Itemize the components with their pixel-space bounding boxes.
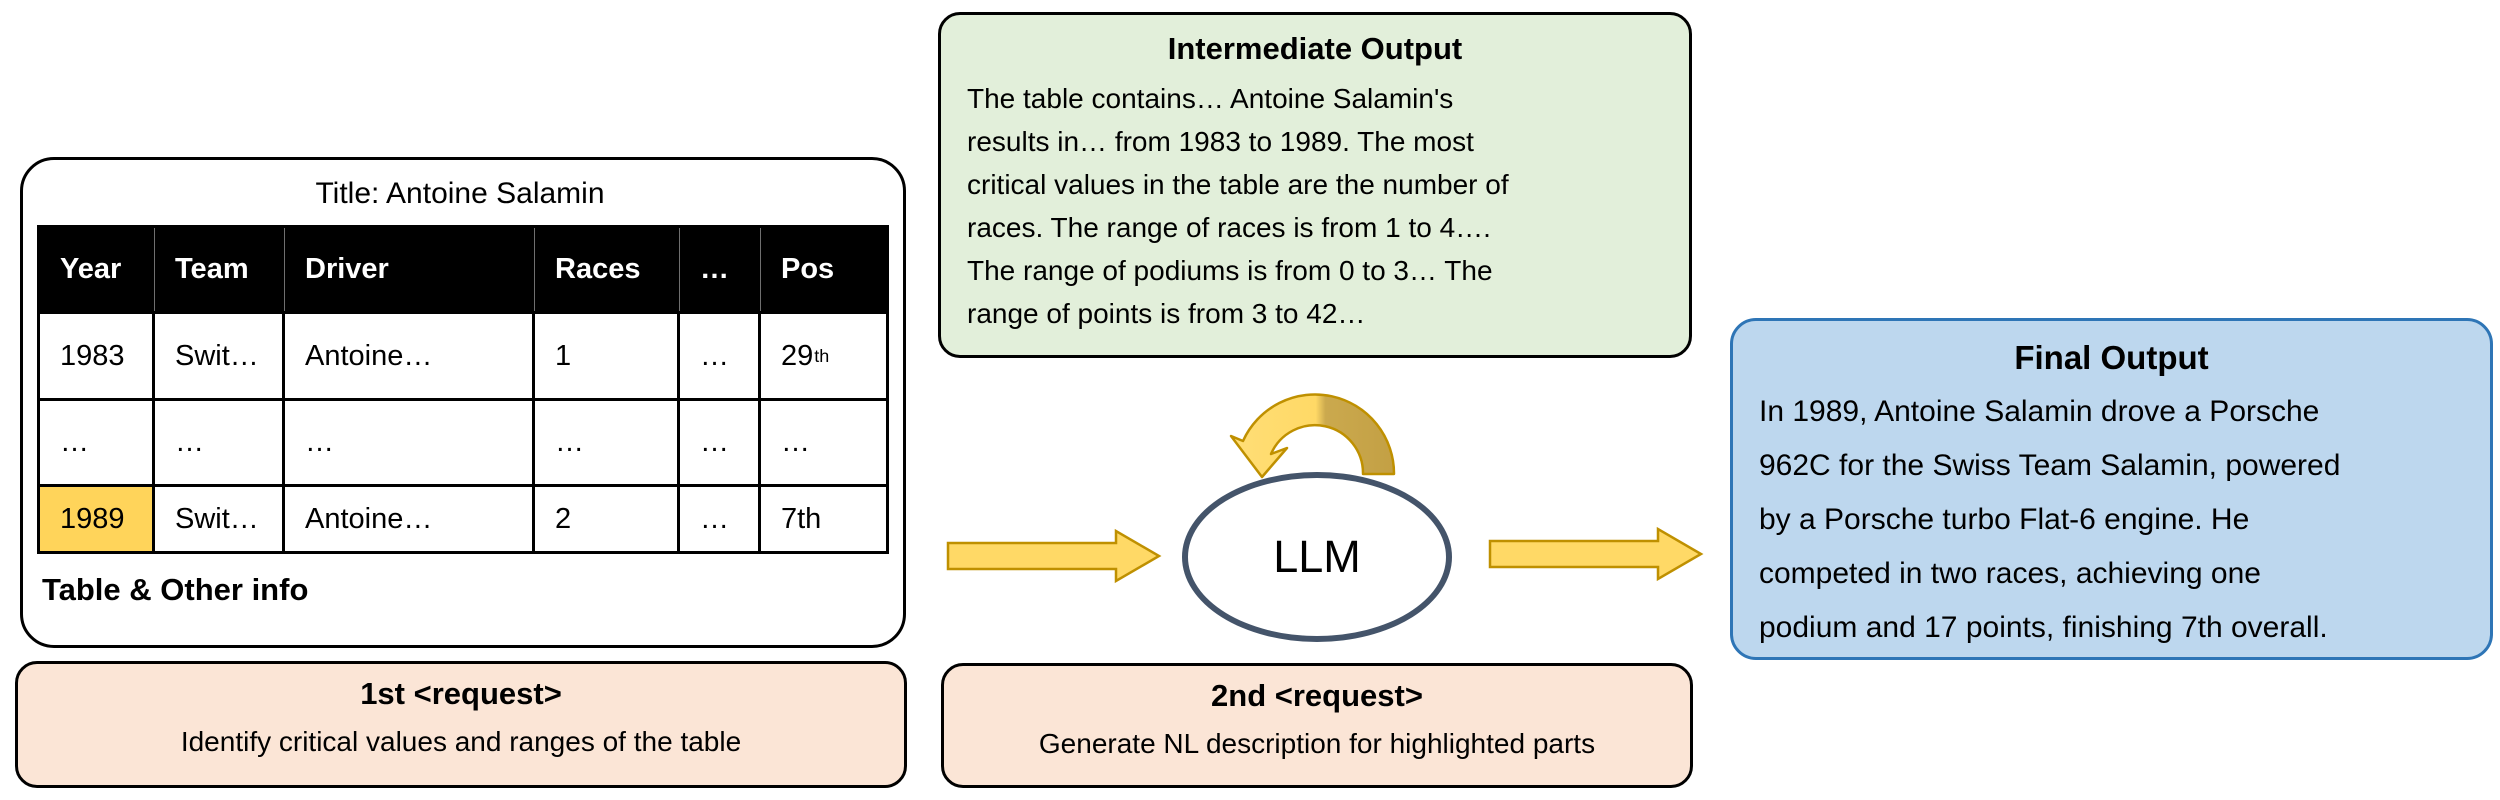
- llm-node: LLM: [1182, 472, 1452, 642]
- column-header-driver: Driver: [285, 228, 535, 311]
- first-request-box: 1st <request> Identify critical values a…: [15, 661, 907, 788]
- table-cell-year-1983: 1983: [40, 311, 155, 398]
- table-cell: 1: [535, 311, 680, 398]
- table-cell: …: [285, 398, 535, 484]
- table-cell: …: [535, 398, 680, 484]
- text-line: critical values in the table are the num…: [967, 169, 1509, 200]
- text-line: range of points is from 3 to 42…: [967, 298, 1366, 329]
- loop-arrow-icon: [1229, 393, 1396, 479]
- first-request-body: Identify critical values and ranges of t…: [180, 726, 742, 757]
- flow-arrow-table-to-llm-icon: [946, 528, 1162, 584]
- intermediate-output-title: Intermediate Output: [1167, 31, 1463, 66]
- table-cell: Swit…: [155, 311, 285, 398]
- text-line: podium and 17 points, finishing 7th over…: [1759, 611, 2328, 644]
- table-cell-pos-7th: 7th: [761, 484, 886, 551]
- table-title: Title: Antoine Salamin: [315, 177, 605, 210]
- final-output-text: In 1989, Antoine Salamin drove a Porsche…: [1733, 385, 2366, 655]
- final-output-box: Final Output In 1989, Antoine Salamin dr…: [1730, 318, 2493, 660]
- text-line: results in… from 1983 to 1989. The most: [967, 126, 1474, 157]
- second-request-body: Generate NL description for highlighted …: [1038, 728, 1596, 759]
- second-request-title: 2nd <request>: [1211, 678, 1423, 713]
- table-cell: …: [680, 311, 761, 398]
- first-request-title: 1st <request>: [360, 676, 562, 711]
- pos-value: 29: [781, 339, 814, 372]
- final-output-title: Final Output: [2014, 339, 2209, 376]
- table-caption: Table & Other info: [42, 572, 309, 607]
- intermediate-output-box: Intermediate Output The table contains… …: [938, 12, 1692, 358]
- table-cell: …: [40, 398, 155, 484]
- text-line: races. The range of races is from 1 to 4…: [967, 212, 1491, 243]
- text-line: The table contains… Antoine Salamin's: [967, 83, 1454, 114]
- table-cell-year-1989-highlighted: 1989: [40, 484, 155, 551]
- text-line: by a Porsche turbo Flat-6 engine. He: [1759, 503, 2250, 536]
- data-table: Year Team Driver Races … Pos 1983 Swit… …: [37, 225, 889, 554]
- text-line: The range of podiums is from 0 to 3… The: [967, 255, 1493, 286]
- table-cell: Swit…: [155, 484, 285, 551]
- column-header-year: Year: [40, 228, 155, 311]
- flow-arrow-llm-to-final-icon: [1488, 526, 1704, 582]
- column-header-pos: Pos: [761, 228, 886, 311]
- column-header-dots: …: [680, 228, 761, 311]
- table-cell: …: [155, 398, 285, 484]
- text-line: In 1989, Antoine Salamin drove a Porsche: [1759, 395, 2320, 428]
- table-cell: 2: [535, 484, 680, 551]
- second-request-box: 2nd <request> Generate NL description fo…: [941, 663, 1693, 788]
- table-cell: Antoine…: [285, 484, 535, 551]
- text-line: 962C for the Swiss Team Salamin, powered: [1759, 449, 2341, 482]
- column-header-races: Races: [535, 228, 680, 311]
- column-header-team: Team: [155, 228, 285, 311]
- table-cell: Antoine…: [285, 311, 535, 398]
- text-line: competed in two races, achieving one: [1759, 557, 2261, 590]
- table-cell: …: [680, 398, 761, 484]
- table-cell: …: [761, 398, 886, 484]
- intermediate-output-text: The table contains… Antoine Salamin's re…: [941, 77, 1535, 335]
- llm-label: LLM: [1273, 531, 1361, 582]
- table-cell: …: [680, 484, 761, 551]
